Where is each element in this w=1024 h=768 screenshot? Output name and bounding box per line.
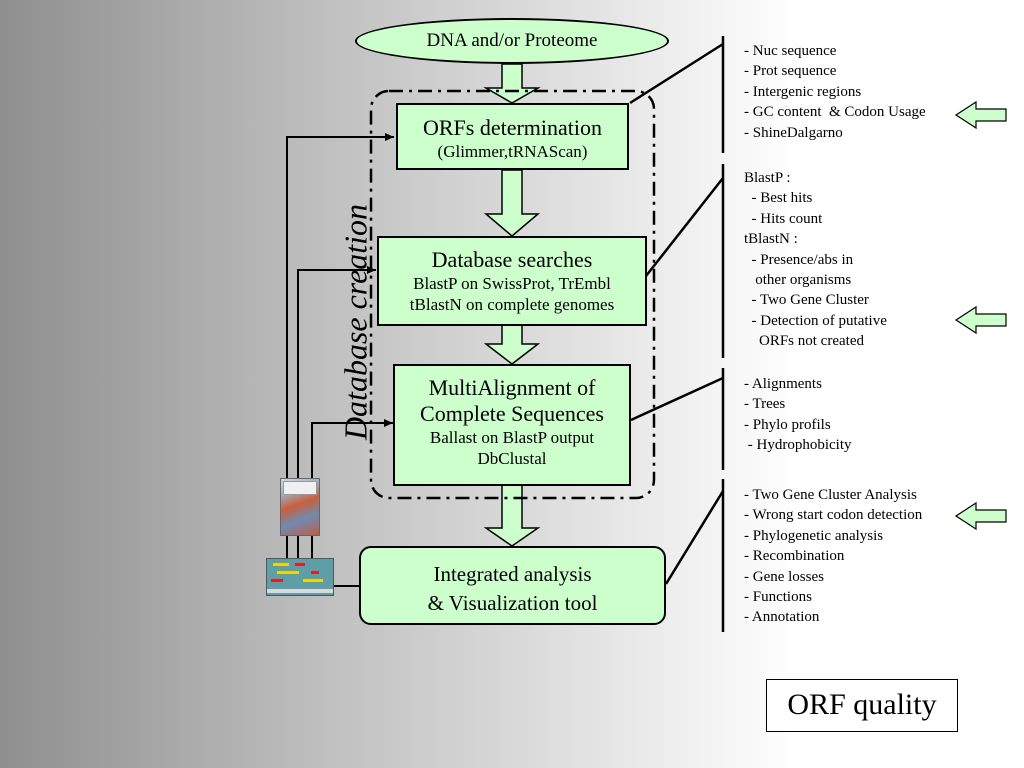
flow-arrow-1 xyxy=(483,63,541,104)
thumbnail-visualization-icon[interactable] xyxy=(266,558,334,596)
ma-box-line2: DbClustal xyxy=(477,449,547,468)
block-arrow-left-icon xyxy=(954,501,1007,531)
database-creation-label: Database creation xyxy=(337,203,374,441)
orfs-box-title: ORFs determination xyxy=(422,115,603,140)
flow-arrow-4 xyxy=(483,484,541,547)
db-box-title: Database searches xyxy=(431,247,593,272)
db-search-features-list: BlastP : - Best hits - Hits count tBlast… xyxy=(744,170,887,350)
thumbnail-annotation-icon[interactable] xyxy=(280,478,320,536)
orf-quality-box: ORF quality xyxy=(766,679,958,732)
block-arrow-left-icon xyxy=(954,100,1007,130)
database-searches-box: Database searches BlastP on SwissProt, T… xyxy=(377,236,647,326)
block-arrow-left-icon xyxy=(954,305,1007,335)
ma-box-title1: MultiAlignment of xyxy=(428,375,596,400)
ia-box-line1: Integrated analysis xyxy=(433,562,592,586)
orf-features-list: - Nuc sequence - Prot sequence - Interge… xyxy=(744,43,926,141)
orfs-box-subtitle: (Glimmer,tRNAScan) xyxy=(437,142,588,161)
analysis-features-list: - Two Gene Cluster Analysis - Wrong star… xyxy=(744,487,923,626)
orfs-determination-box: ORFs determination (Glimmer,tRNAScan) xyxy=(396,103,629,170)
start-node: DNA and/or Proteome xyxy=(355,18,669,64)
db-box-line2: tBlastN on complete genomes xyxy=(409,295,615,314)
integrated-analysis-box: Integrated analysis & Visualization tool xyxy=(359,546,666,625)
ia-box-line2: & Visualization tool xyxy=(427,591,598,615)
feedback-lines xyxy=(286,133,394,587)
flow-arrow-2 xyxy=(483,169,541,237)
bracket-lines xyxy=(629,36,725,632)
alignment-features-list: - Alignments - Trees - Phylo profils - H… xyxy=(744,376,852,454)
db-box-line1: BlastP on SwissProt, TrEmbl xyxy=(413,274,611,293)
database-creation-group xyxy=(369,89,656,500)
ma-box-title2: Complete Sequences xyxy=(420,401,604,426)
ma-box-line1: Ballast on BlastP output xyxy=(429,428,595,447)
flow-arrow-3 xyxy=(483,319,541,365)
multialignment-box: MultiAlignment of Complete Sequences Bal… xyxy=(393,364,631,486)
